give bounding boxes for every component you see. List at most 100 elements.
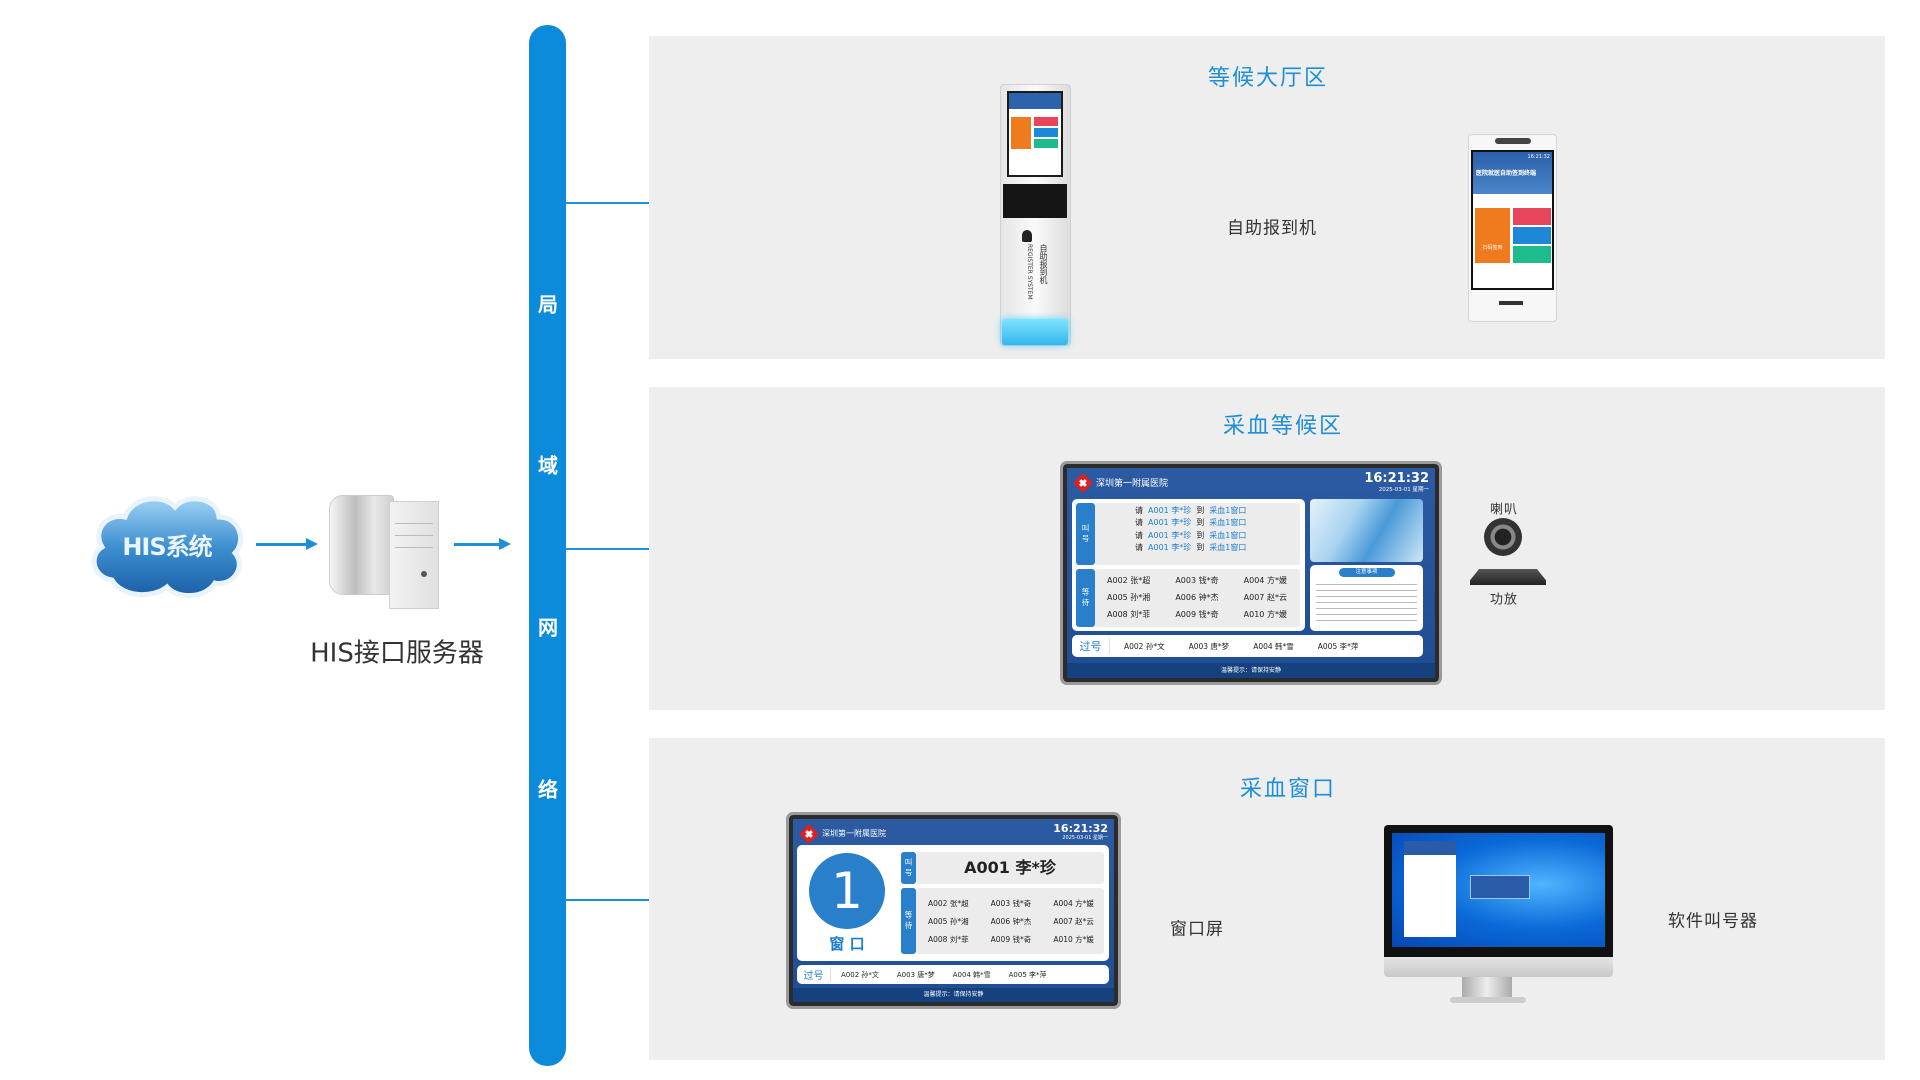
speaker-icon [1484, 518, 1522, 556]
call-prefix: 请 [1135, 506, 1143, 515]
connector-line [566, 899, 650, 901]
zone-title: 采血窗口 [1239, 777, 1337, 802]
call-window: 采血1窗口 [1209, 518, 1247, 528]
waiting-entry: A005 孙*湘 [928, 917, 969, 926]
tip-text: 温馨提示：请保持安静 [1220, 667, 1281, 674]
waiting-entry: A006 钟*杰 [1175, 593, 1219, 602]
waiting-entry: A005 孙*湘 [1107, 593, 1151, 602]
passed-entry: A005 李*萍 [1008, 970, 1047, 979]
waiting-entry: A006 钟*杰 [990, 917, 1032, 926]
connector-line [566, 202, 650, 204]
desktop-kiosk: 16:21:32 医院就医自助签到终端 扫码签到 [1468, 134, 1557, 322]
passed-entry: A004 韩*雪 [1253, 641, 1294, 651]
passed-entry: A004 韩*雪 [952, 970, 991, 979]
device-label: 自助报到机 [1227, 218, 1317, 239]
kiosk-qr-button: 扫码签到 [1475, 208, 1510, 263]
date: 2025-03-01 星期一 [1062, 835, 1108, 841]
clock: 16:21:32 [1053, 822, 1108, 835]
passed-entry: A002 孙*文 [841, 970, 879, 979]
waiting-entry: A008 刘*菲 [1107, 610, 1151, 619]
tip-bar: 温馨提示：请保持安静 [793, 988, 1114, 1002]
call-to: 到 [1196, 530, 1205, 540]
his-system-cloud: HIS系统 [87, 485, 247, 604]
wait-tab: 等待 [901, 888, 916, 954]
call-number: A001 李*珍 [1148, 530, 1192, 540]
passed-entry: A005 李*萍 [1317, 641, 1359, 651]
desktop-computer [1384, 825, 1613, 1020]
hospital-name: 深圳第一附属医院 [822, 829, 886, 838]
speaker-label: 喇叭 [1489, 502, 1519, 518]
software-caller-label: 软件叫号器 [1668, 911, 1758, 932]
lan-char: 域 [538, 453, 558, 478]
arrow-server-to-network [454, 538, 511, 550]
waiting-entry: A002 张*超 [1107, 576, 1151, 585]
call-tab: 叫号 [901, 852, 916, 884]
server-icon [329, 489, 440, 610]
date: 2025-03-01 星期一 [1378, 487, 1429, 493]
lan-bus [529, 25, 566, 1066]
window-screen-label: 窗口屏 [1170, 919, 1224, 940]
amplifier-icon [1470, 569, 1546, 585]
call-tab: 叫号 [1076, 503, 1095, 565]
call-window: 采血1窗口 [1209, 542, 1247, 552]
call-line: 请 A001 李*珍到采血1窗口 [1135, 542, 1300, 554]
call-prefix: 请 [1135, 542, 1143, 552]
tip-text: 温馨提示：请保持安静 [923, 991, 984, 998]
tip-bar: 温馨提示：请保持安静 [1067, 663, 1435, 678]
server-label: HIS接口服务器 [310, 638, 484, 669]
kiosk-brand: REGISTER SYSTEM [1026, 244, 1033, 300]
waiting-entry: A010 方*媛 [1053, 935, 1094, 944]
cloud-icon [91, 496, 243, 598]
caller-app-window [1404, 841, 1456, 937]
window-label: 窗 口 [829, 935, 865, 953]
amplifier-label: 功放 [1489, 592, 1519, 608]
lab-photo [1310, 499, 1423, 562]
zone-title: 采血等候区 [1222, 414, 1344, 439]
passed-entry: A003 唐*梦 [1188, 641, 1230, 651]
caller-mini-window [1470, 875, 1530, 899]
connector-line [566, 548, 650, 550]
call-prefix: 请 [1135, 518, 1143, 528]
notes-box: 注意事项 [1310, 565, 1423, 631]
waiting-entry: A009 钱*奇 [1175, 610, 1219, 619]
hospital-name: 深圳第一附属医院 [1096, 479, 1169, 489]
zone-waiting-hall [649, 36, 1885, 359]
passed-entry: A002 孙*文 [1124, 641, 1165, 651]
waiting-entry: A004 方*媛 [1053, 899, 1094, 908]
waiting-entry: A007 赵*云 [1053, 917, 1094, 926]
waiting-entry: A009 钱*奇 [990, 935, 1032, 944]
kiosk-side-text: 自助报到机 [1039, 244, 1048, 284]
waiting-entry: A003 钱*奇 [990, 899, 1032, 908]
passed-entry: A003 唐*梦 [896, 970, 935, 979]
call-number: A001 李*珍 [1148, 506, 1192, 515]
call-number: A001 李*珍 [1148, 542, 1192, 552]
zone-title: 等候大厅区 [1207, 66, 1329, 91]
lan-char: 网 [538, 615, 558, 640]
wait-tab: 等待 [1076, 569, 1095, 627]
call-to: 到 [1196, 518, 1205, 528]
his-system-label: HIS系统 [122, 533, 212, 561]
hospital-logo-icon [799, 823, 819, 844]
waiting-entry: A004 方*媛 [1243, 576, 1287, 585]
notes-title: 注意事项 [1338, 568, 1395, 577]
arrow-his-to-server [256, 538, 318, 550]
call-window: 采血1窗口 [1209, 530, 1247, 540]
lan-char: 局 [538, 292, 558, 317]
waiting-entry: A007 赵*云 [1243, 593, 1287, 602]
passed-label: 过号 [1072, 638, 1110, 654]
waiting-entry: A002 张*超 [928, 899, 969, 908]
current-number: A001 李*珍 [916, 852, 1104, 884]
call-to: 到 [1196, 506, 1205, 515]
call-to: 到 [1196, 542, 1205, 552]
kiosk-time: 16:21:32 [1527, 154, 1550, 160]
waiting-entry: A008 刘*菲 [928, 935, 969, 944]
window-number: 1 [831, 862, 863, 920]
waiting-entry: A010 方*媛 [1243, 610, 1287, 619]
kiosk-title: 医院就医自助签到终端 [1476, 170, 1537, 177]
clock: 16:21:32 [1364, 471, 1429, 486]
passed-label: 过号 [797, 967, 831, 982]
